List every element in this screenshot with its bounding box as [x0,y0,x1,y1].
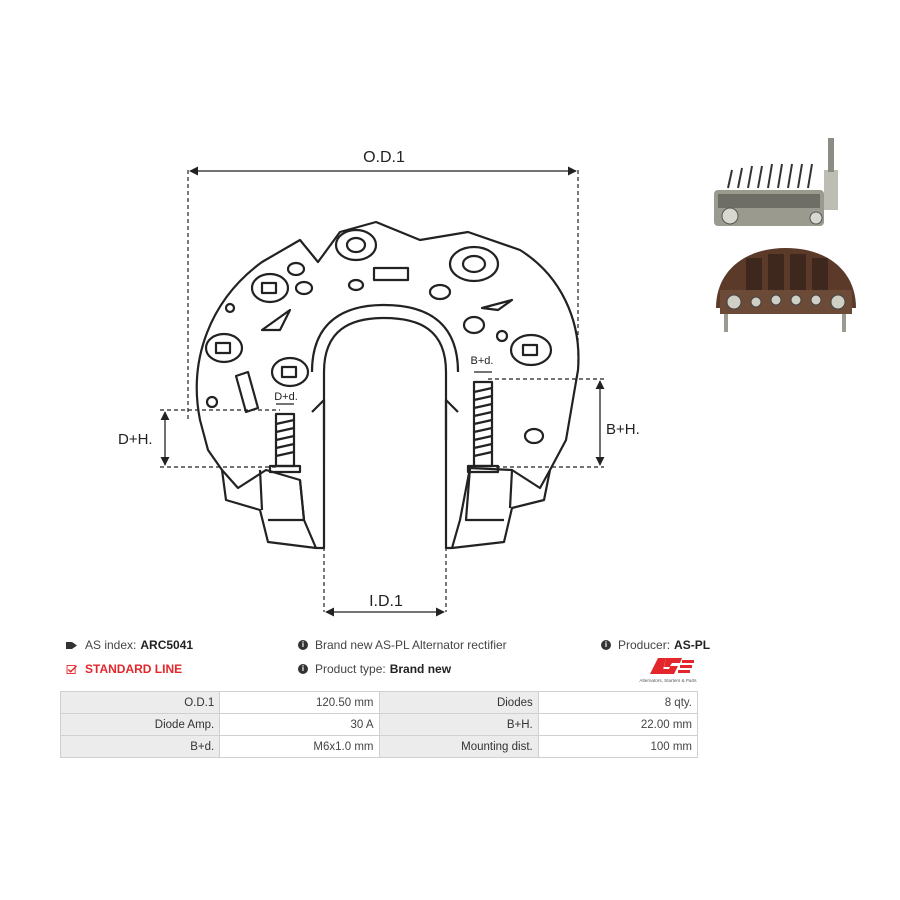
logo-tagline: Alternators, Starters & Parts [639,678,697,683]
spec-value: 8 qty. [537,691,699,714]
tag-icon [66,641,77,649]
description-text: Brand new AS-PL Alternator rectifier [315,638,507,652]
spec-label: B+H. [378,713,539,736]
as-index-row: AS index: ARC5041 [66,638,193,652]
product-type-row: i Product type: Brand new [298,662,451,676]
spec-label: O.D.1 [59,691,221,714]
id-label: I.D.1 [369,593,403,610]
spec-value: 100 mm [537,735,699,758]
description-row: i Brand new AS-PL Alternator rectifier [298,638,507,652]
bh-label: B+H. [606,421,640,438]
rectifier-technical-drawing: O.D.1 I.D.1 D+H. B+H. D+d. B+d. [118,149,640,617]
product-type-label: Product type: [315,662,386,676]
spec-label: Mounting dist. [378,735,539,758]
as-pl-logo: Alternators, Starters & Parts [639,658,697,683]
product-photos [714,138,856,332]
spec-label: Diode Amp. [59,713,221,736]
spec-value: 22.00 mm [537,713,699,736]
product-photo-top [714,138,838,226]
od-label: O.D.1 [363,149,405,166]
as-index-label: AS index: [85,638,137,652]
table-row: B+d. M6x1.0 mm Mounting dist. 100 mm [59,735,699,758]
table-row: Diode Amp. 30 A B+H. 22.00 mm [59,713,699,736]
as-index-value: ARC5041 [140,638,194,652]
producer-row: i Producer: AS-PL [601,638,710,652]
producer-label: Producer: [618,638,671,652]
dd-label: D+d. [274,391,298,403]
standard-line-row: STANDARD LINE [66,662,182,676]
producer-value: AS-PL [674,638,711,652]
spec-label: B+d. [59,735,221,758]
bd-label: B+d. [471,355,494,367]
dh-label: D+H. [118,431,153,448]
info-icon: i [601,640,611,650]
info-icon: i [298,640,308,650]
product-type-value: Brand new [389,662,452,676]
spec-value: 30 A [219,713,380,736]
standard-line-label: STANDARD LINE [85,662,183,676]
spec-value: 120.50 mm [219,691,380,714]
checkbox-icon [66,664,78,674]
spec-label: Diodes [378,691,539,714]
info-icon: i [298,664,308,674]
spec-value: M6x1.0 mm [219,735,380,758]
table-row: O.D.1 120.50 mm Diodes 8 qty. [59,691,699,714]
product-photo-bottom [716,248,856,332]
specs-table: O.D.1 120.50 mm Diodes 8 qty. Diode Amp.… [59,691,699,758]
